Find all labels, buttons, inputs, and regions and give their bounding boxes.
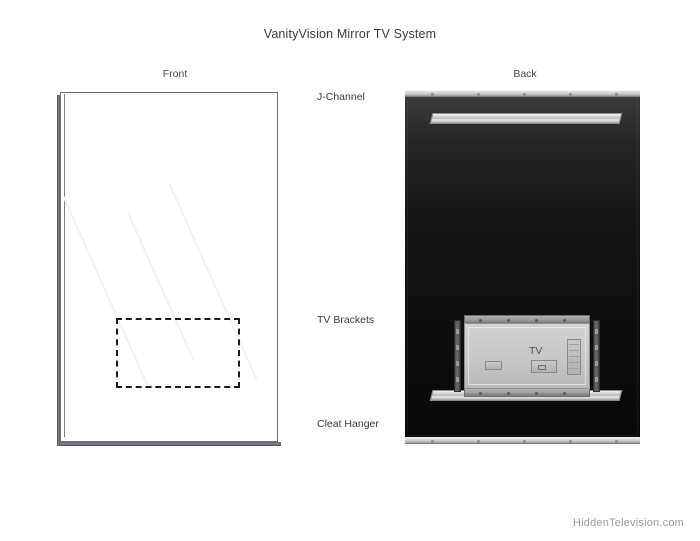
back-panel-inner-edge [407,98,638,436]
bottom-edge-strip [405,437,640,444]
bracket-screw-icon [563,319,566,322]
bracket-screw-icon [563,392,566,395]
plate-notch [595,329,598,334]
front-view-mirror [57,92,281,446]
port-tick [569,368,579,369]
plate-notch [456,361,459,366]
bracket-screw-icon [479,392,482,395]
hidden-tv-dashed-outline [116,318,240,388]
edge-screw-icon [523,440,526,443]
port-tick [569,362,579,363]
tv-detail-box-left [485,361,502,370]
edge-screw-icon [615,93,618,96]
tv-bracket-assembly: TV [454,315,600,397]
tv-panel-inner-border [468,327,586,385]
edge-screw-icon [569,440,572,443]
plate-notch [456,377,459,382]
site-watermark: HiddenTelevision.com [573,517,684,529]
bracket-screw-icon [507,392,510,395]
edge-screw-icon [431,93,434,96]
tv-label: TV [529,345,543,357]
callout-label-tv-brackets: TV Brackets [317,314,375,326]
back-view-label: Back [513,68,537,80]
back-view-assembly: TV [405,90,640,444]
front-view-label: Front [162,68,188,80]
plate-notch [595,361,598,366]
edge-screw-icon [569,93,572,96]
tv-port-panel [567,339,581,375]
mirror-bottom-rail [60,442,281,446]
bracket-screw-icon [479,319,482,322]
plate-notch [595,345,598,350]
mirror-inner-bevel-line [64,94,65,437]
plate-notch [456,329,459,334]
edge-screw-icon [477,93,480,96]
callout-label-j-channel: J-Channel [317,91,365,103]
j-channel-bar [429,113,623,124]
port-tick [569,350,579,351]
tv-connector-box [531,360,557,373]
plate-notch [456,345,459,350]
edge-screw-icon [477,440,480,443]
edge-screw-icon [615,440,618,443]
tv-side-plate-left [454,320,461,392]
tv-side-plate-right [593,320,600,392]
page-title: VanityVision Mirror TV System [263,27,437,41]
tv-bracket-rail-bottom [464,388,590,397]
mirror-left-rail [57,95,60,446]
mirror-glass-panel [60,92,278,442]
bracket-screw-icon [535,319,538,322]
plate-notch [595,377,598,382]
top-edge-strip [405,90,640,97]
bracket-screw-icon [507,319,510,322]
edge-screw-icon [431,440,434,443]
port-icon [538,365,546,370]
port-tick [569,356,579,357]
callout-label-cleat-hanger: Cleat Hanger [317,418,379,430]
bracket-screw-icon [535,392,538,395]
port-tick [569,344,579,345]
tv-back-panel: TV [464,323,590,389]
edge-screw-icon [523,93,526,96]
